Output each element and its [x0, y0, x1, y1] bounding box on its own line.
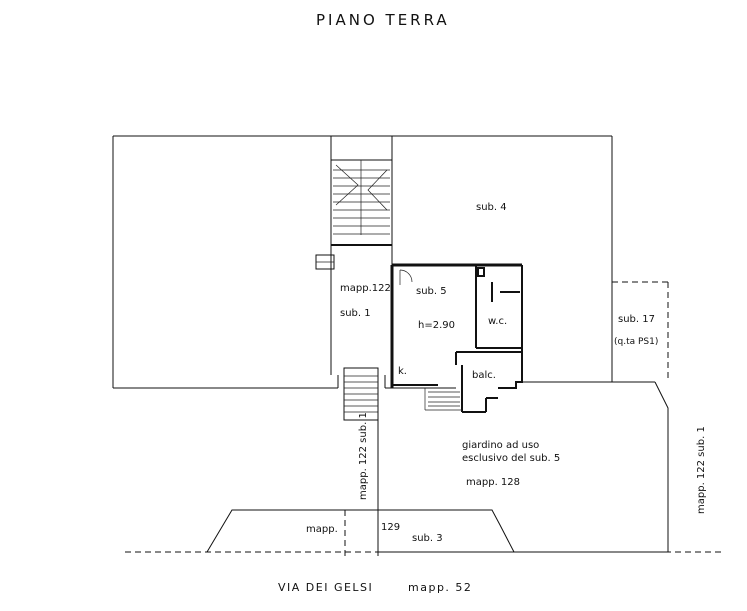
unit-sub17-outline [612, 281, 669, 383]
label-mapp122-left: mapp.122 [340, 283, 391, 294]
lower-strip-outline [206, 509, 515, 556]
label-sub17: sub. 17 [618, 314, 655, 325]
label-sub17-note: (q.ta PS1) [614, 337, 658, 347]
label-garden-line1: giardino ad uso [462, 440, 539, 451]
label-wc: w.c. [488, 316, 507, 327]
label-garden-line2: esclusivo del sub. 5 [462, 453, 560, 464]
label-kitchen: k. [398, 366, 407, 377]
label-sub4: sub. 4 [476, 202, 507, 213]
street-parcel: mapp. 52 [408, 581, 472, 594]
label-sub3: sub. 3 [412, 533, 443, 544]
label-sub1-left: sub. 1 [340, 308, 371, 319]
label-sub5: sub. 5 [416, 286, 447, 297]
unit-sub5-walls [390, 263, 523, 413]
garden-boundary [377, 381, 669, 553]
plan-title: PIANO TERRA [316, 11, 450, 29]
street-name: VIA DEI GELSI [278, 581, 373, 594]
label-mapp128: mapp. 128 [466, 477, 520, 488]
label-mapp122-vertical-left: mapp. 122 sub. 1 [358, 412, 369, 500]
building-outline [112, 135, 613, 389]
label-balcony: balc. [472, 370, 496, 381]
label-ceiling-height: h=2.90 [418, 320, 455, 331]
label-mapp-bottom: mapp. [306, 524, 338, 535]
exterior-stair [343, 367, 379, 421]
label-mapp122-vertical-right: mapp. 122 sub. 1 [696, 426, 707, 514]
stair-core [315, 136, 393, 375]
label-mapp129: 129 [381, 522, 400, 533]
